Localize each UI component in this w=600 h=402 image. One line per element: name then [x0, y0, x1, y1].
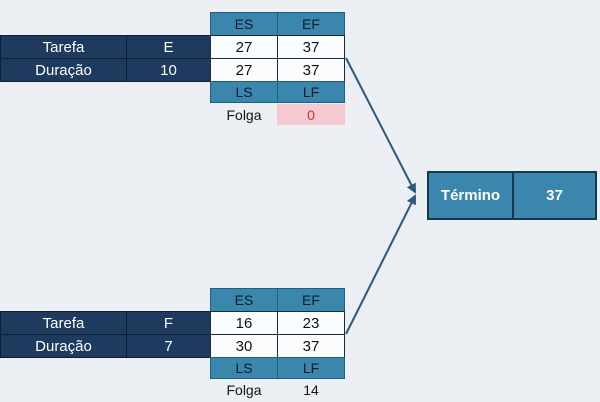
task-e-ls-header: LS [210, 81, 278, 103]
task-f-name: F [126, 311, 211, 335]
task-e-slack-label: Folga [226, 107, 262, 123]
task-e-ef: 37 [277, 35, 345, 59]
task-f-label: Tarefa [0, 311, 127, 335]
task-f-lf-header: LF [277, 357, 345, 379]
task-e-label: Tarefa [0, 35, 127, 59]
task-e-slack-value: 0 [277, 104, 345, 125]
task-f-slack-label: Folga [226, 382, 262, 398]
arrow-f-to-end [345, 194, 416, 335]
end-node-value: 37 [512, 171, 597, 220]
task-f-es-header: ES [210, 288, 278, 312]
task-e-lf-header: LF [277, 81, 345, 103]
task-f-ls: 30 [210, 334, 278, 358]
arrow-e-to-end [345, 57, 416, 194]
task-e-duration: 10 [126, 58, 211, 82]
task-e-duration-label: Duração [0, 58, 127, 82]
task-f-ls-header: LS [210, 357, 278, 379]
end-node-label: Término [427, 171, 514, 220]
task-f-duration-label: Duração [0, 334, 127, 358]
task-f-ef: 23 [277, 311, 345, 335]
task-f-slack-value: 14 [303, 382, 319, 398]
task-e-es: 27 [210, 35, 278, 59]
